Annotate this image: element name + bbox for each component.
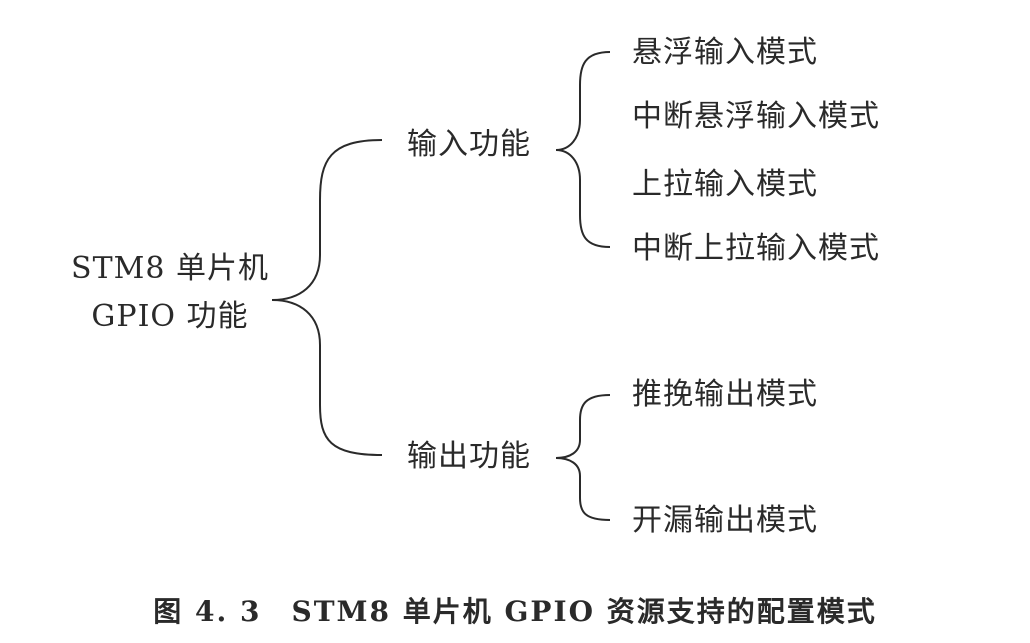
- output-function-label: 输出功能: [407, 439, 531, 474]
- root-label-line1: STM8 单片机: [71, 251, 269, 286]
- input-mode-item: 上拉输入模式: [632, 167, 818, 202]
- root-label-line2: GPIO 功能: [91, 299, 249, 334]
- input-brace: [555, 51, 611, 248]
- input-mode-item: 中断上拉输入模式: [632, 231, 880, 266]
- input-mode-item: 悬浮输入模式: [632, 35, 818, 70]
- input-mode-item: 中断悬浮输入模式: [632, 99, 880, 134]
- root-brace: [271, 139, 383, 456]
- output-mode-item: 开漏输出模式: [632, 503, 818, 538]
- input-function-label: 输入功能: [407, 127, 531, 162]
- output-mode-item: 推挽输出模式: [632, 377, 818, 412]
- output-brace: [555, 394, 611, 521]
- figure-caption: 图 4. 3 STM8 单片机 GPIO 资源支持的配置模式: [153, 595, 877, 628]
